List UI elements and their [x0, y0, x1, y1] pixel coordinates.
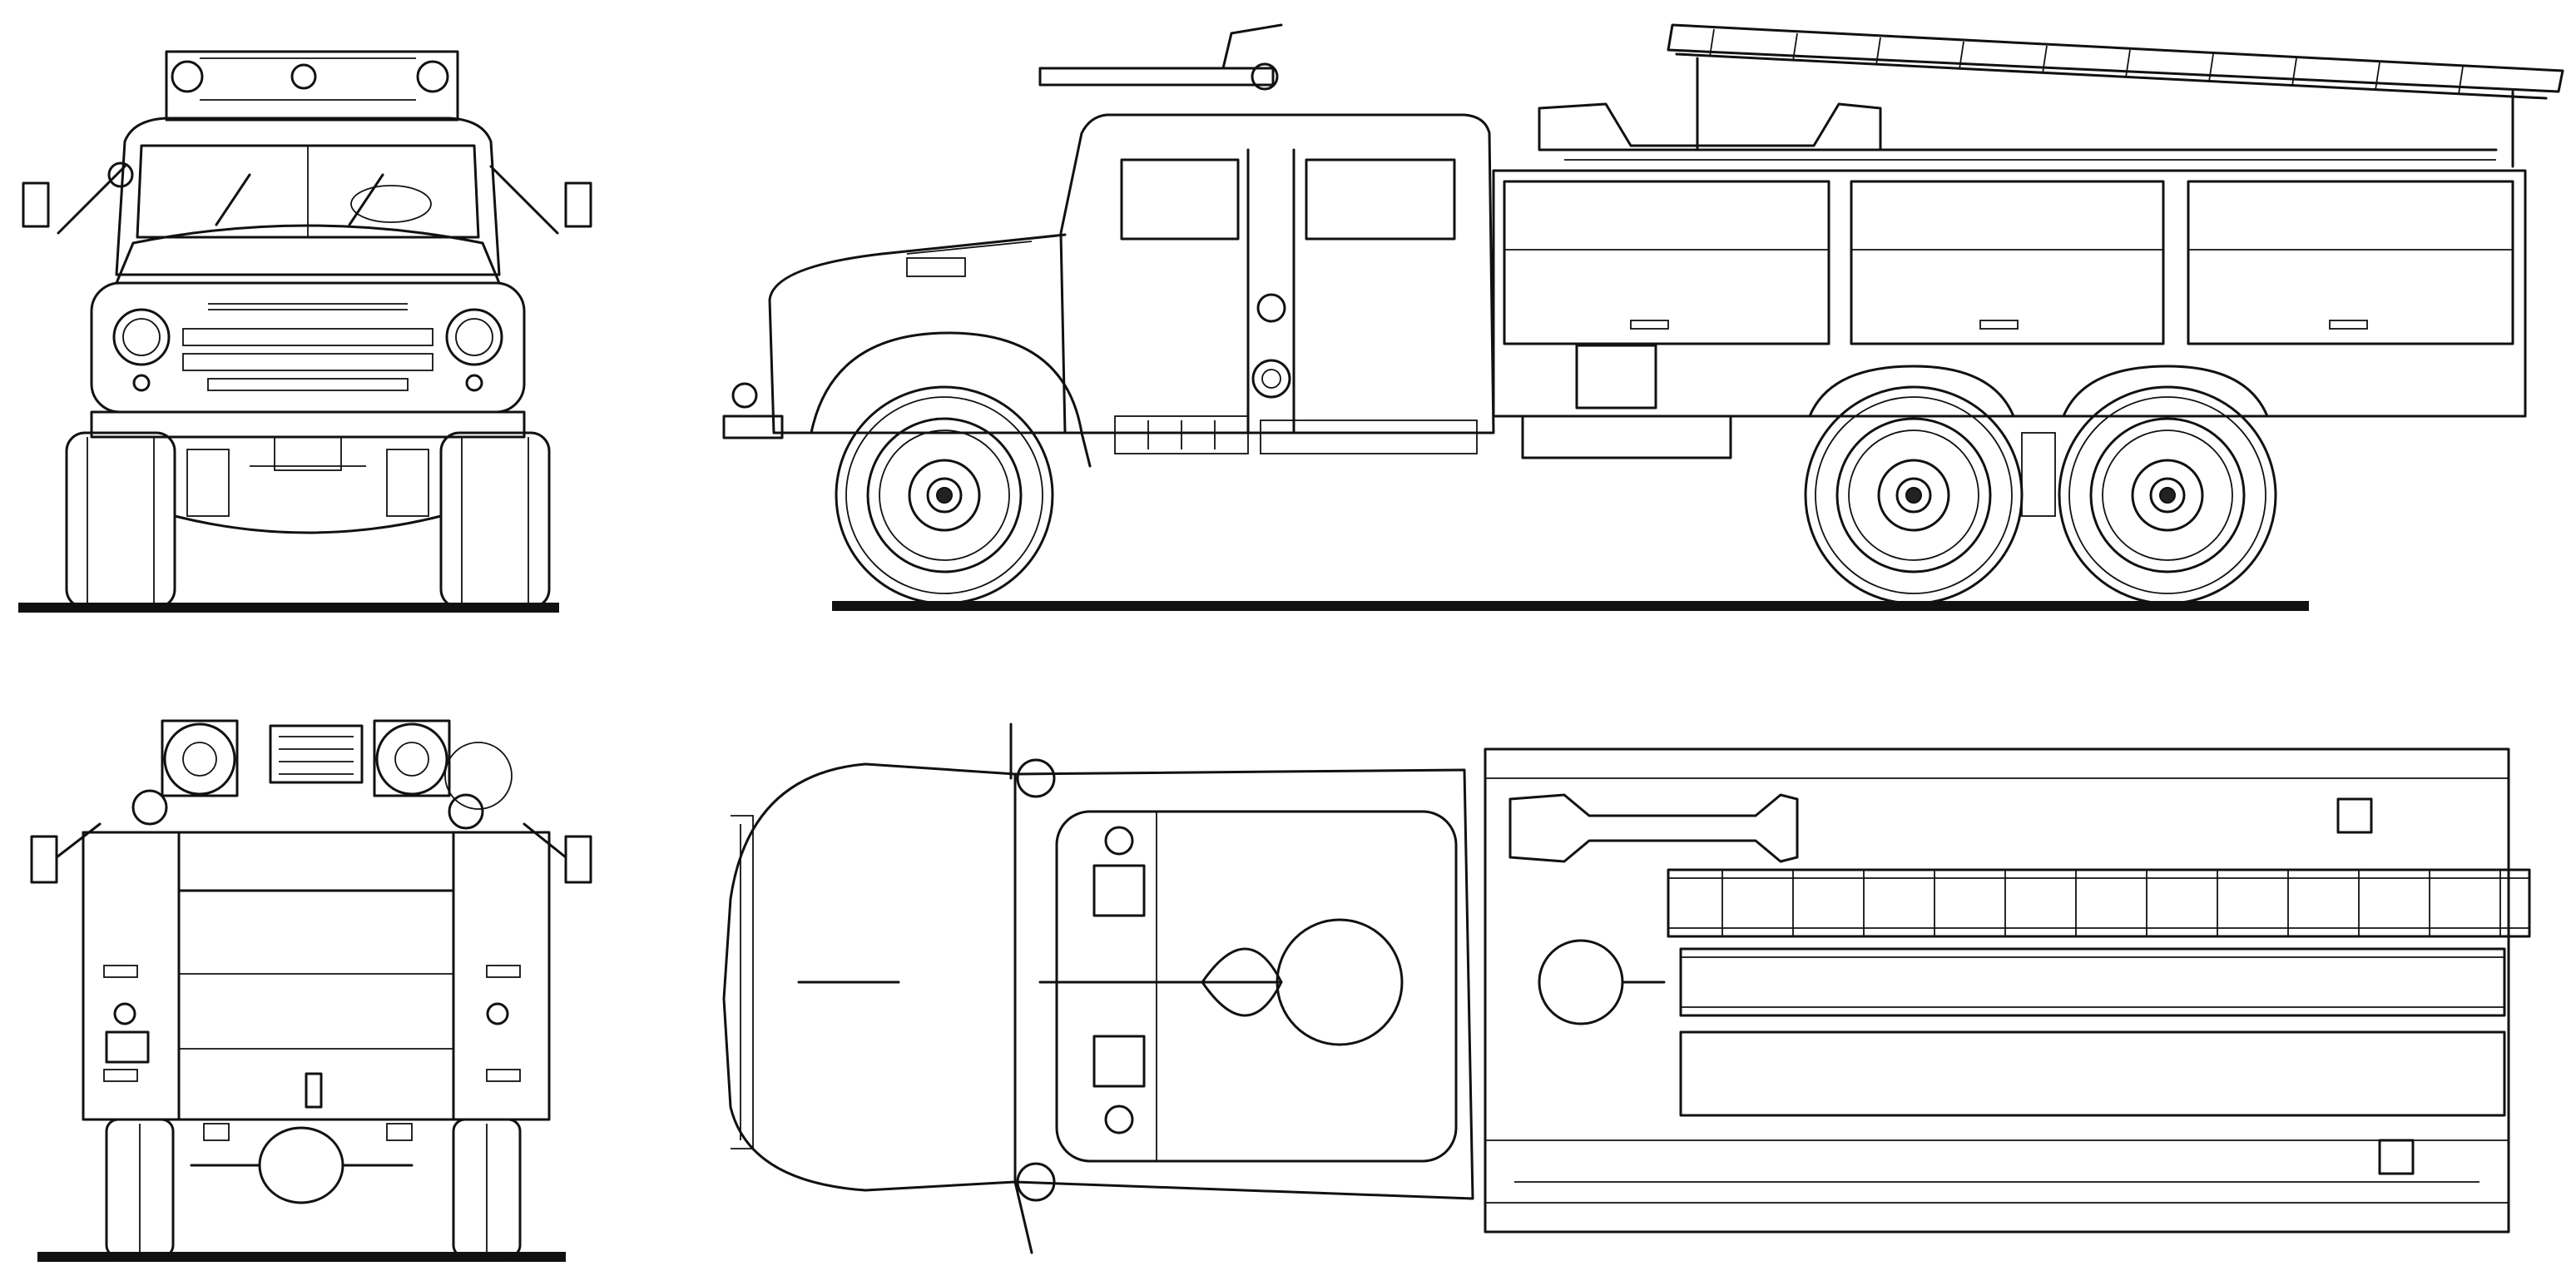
side-pump-outlet-1	[1256, 293, 1286, 323]
front-roof-rack	[165, 50, 459, 122]
rear-door	[177, 889, 455, 1121]
rear-hose-reel-right	[375, 722, 448, 796]
side-compartment-door-2	[1850, 180, 2165, 345]
side-wheel-rear-1	[1804, 385, 2024, 605]
top-grille	[731, 815, 754, 1149]
side-body	[1492, 169, 2527, 418]
front-windshield	[136, 144, 480, 239]
front-nozzle-mount	[290, 63, 317, 90]
side-cab-window-rear	[1305, 158, 1456, 241]
rear-light-right	[486, 1002, 509, 1025]
front-mirror-left	[22, 181, 50, 228]
front-wiper-left	[215, 173, 251, 226]
side-hood-vent	[906, 257, 966, 277]
side-cab	[1059, 113, 1495, 434]
side-wheel-front	[835, 385, 1054, 605]
front-cab	[115, 117, 501, 276]
front-hood	[115, 224, 501, 285]
rear-body	[82, 831, 551, 1121]
top-hood	[722, 762, 1017, 1192]
side-roof-nozzle	[1038, 67, 1275, 87]
rear-mirror-right	[564, 835, 592, 884]
rear-hose-reel-left	[163, 722, 236, 796]
front-view	[18, 50, 592, 613]
front-tire-right	[439, 431, 551, 609]
side-compartment-door-3	[2187, 180, 2514, 345]
rear-light-left	[113, 1002, 136, 1025]
side-ladder	[1667, 23, 2564, 168]
side-pump-outlet-2	[1251, 359, 1291, 399]
front-mirror-right	[564, 181, 592, 228]
top-roof-hatch	[1276, 918, 1404, 1046]
front-tire-left	[65, 431, 176, 609]
front-beacon	[107, 161, 134, 188]
side-front-fender	[772, 331, 1092, 468]
side-view	[722, 23, 2564, 611]
front-headlight-right	[445, 308, 503, 366]
side-cab-window-front	[1120, 158, 1240, 241]
rear-handle	[305, 1072, 323, 1109]
side-compartment-door-1	[1503, 180, 1830, 345]
front-hose-reel-left	[171, 60, 204, 93]
side-suction-hose	[1538, 102, 1882, 151]
top-cab	[1013, 768, 1474, 1200]
front-wiper-right	[348, 173, 384, 226]
top-view	[722, 722, 2531, 1254]
rear-differential	[258, 1126, 344, 1204]
front-headlight-left	[112, 308, 171, 366]
side-hood	[768, 233, 1067, 434]
top-tank-dome	[1538, 939, 1624, 1025]
side-wheel-rear-2	[2058, 385, 2277, 605]
front-axle	[173, 514, 443, 534]
side-lower-locker	[1575, 344, 1657, 410]
rear-plate	[105, 1030, 150, 1064]
rear-tire-right	[452, 1118, 522, 1259]
top-ladder	[1667, 868, 2531, 1117]
top-suction-hose	[1508, 793, 1799, 863]
rear-tire-left	[105, 1118, 175, 1259]
side-rear-fender	[1808, 365, 2269, 418]
top-body	[1484, 747, 2510, 1234]
front-hose-reel-right	[416, 60, 449, 93]
rear-mirror-left	[30, 835, 58, 884]
rear-view	[30, 719, 592, 1262]
side-front-bumper	[722, 415, 784, 439]
front-steering-wheel	[350, 185, 432, 223]
